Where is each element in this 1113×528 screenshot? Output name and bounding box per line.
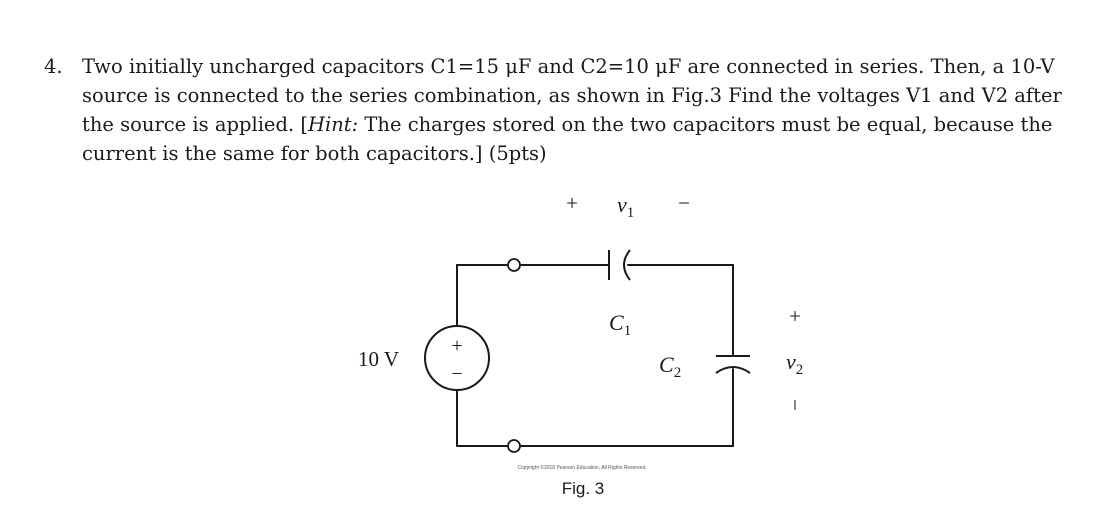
v1-minus-sign: − [678,191,690,215]
v2-sub: 2 [796,362,804,378]
problem-line-4: current is the same for both capacitors.… [82,142,547,165]
v1-plus-sign: + [566,191,578,215]
source-label: 10 V [358,347,399,371]
source-minus-sign: − [451,363,462,385]
problem-line-2: source is connected to the series combin… [82,84,1062,107]
problem-line-3: the source is applied. [Hint: The charge… [82,110,1054,139]
hint-label: Hint: [307,113,359,136]
terminal-top [507,258,521,272]
c1-sub: 1 [624,323,632,339]
c2-label: C2 [659,352,681,381]
problem-number: 4. [44,55,63,78]
v2-var: v [786,349,796,374]
v1-label: v1 [617,192,634,221]
figure-caption: Fig. 3 [562,479,605,498]
terminal-bottom [507,439,521,453]
c2-var: C [659,352,674,377]
problem-line-3-start: the source is applied. [ [82,113,308,136]
v1-sub: 1 [627,205,635,221]
c1-var: C [609,310,624,335]
c2-sub: 2 [674,365,682,381]
v2-minus-sign: − [783,399,807,411]
v1-var: v [617,192,627,217]
voltage-source-symbol [424,325,490,391]
problem-line-3-end: The charges stored on the two capacitors… [358,113,1053,136]
source-plus-sign: + [451,335,462,357]
capacitor-c2-symbol [715,355,751,374]
v2-plus-sign: + [789,304,801,328]
v2-label: v2 [786,349,803,378]
problem-line-1: Two initially uncharged capacitors C1=15… [82,55,1055,78]
copyright-notice: Copyright ©2018 Pearson Education, All R… [517,464,646,471]
capacitor-c1-symbol [608,249,631,281]
c1-label: C1 [609,310,631,339]
problem-4: 4. Two initially uncharged capacitors C1… [44,52,1062,168]
problem-text: Two initially uncharged capacitors C1=15… [82,52,1062,168]
